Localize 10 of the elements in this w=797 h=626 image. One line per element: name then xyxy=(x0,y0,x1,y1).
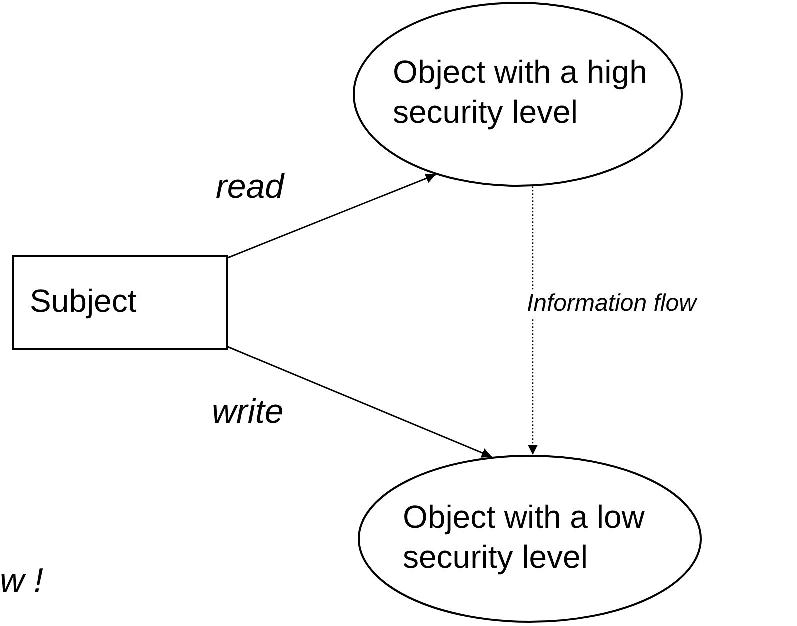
node-label: Subject xyxy=(30,282,138,321)
object-ellipse xyxy=(358,455,702,623)
object-ellipse xyxy=(353,2,683,187)
arrow xyxy=(228,346,492,458)
node-label: Object with a low security level xyxy=(403,498,646,577)
subject-box xyxy=(12,255,228,350)
node-label: Object with a high security level xyxy=(393,53,648,132)
arrow xyxy=(228,174,436,259)
edge-label: Information flow xyxy=(527,290,696,318)
dotted-arrow xyxy=(528,186,538,456)
